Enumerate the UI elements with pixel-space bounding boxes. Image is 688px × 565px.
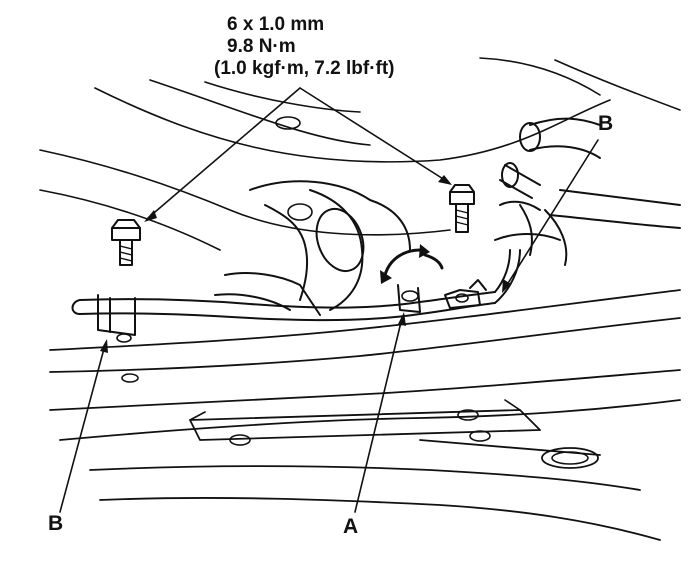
exhaust-pipe (214, 180, 411, 316)
subframe (49, 289, 681, 541)
fuel-line (71, 249, 521, 322)
hose-assembly (494, 117, 681, 266)
callout-b-right: B (598, 112, 614, 135)
bolt-right (449, 184, 475, 233)
callout-b-left: B (48, 512, 64, 535)
spec-leaders (144, 87, 452, 222)
spec-size: 6 x 1.0 mm (227, 14, 325, 35)
body-hole (275, 116, 301, 130)
spec-torque: 9.8 N·m (227, 36, 296, 57)
clamp-b-left (97, 294, 136, 343)
clamp-a (380, 244, 444, 313)
bolt-left (111, 219, 141, 266)
pipe-bolt-hole (287, 203, 313, 221)
spec-torque-alt: (1.0 kgf·m, 7.2 lbf·ft) (214, 58, 395, 79)
body-panel (39, 57, 681, 251)
clamp-b-right (444, 279, 487, 309)
callout-a: A (343, 515, 359, 538)
callout-leaders (59, 139, 599, 513)
